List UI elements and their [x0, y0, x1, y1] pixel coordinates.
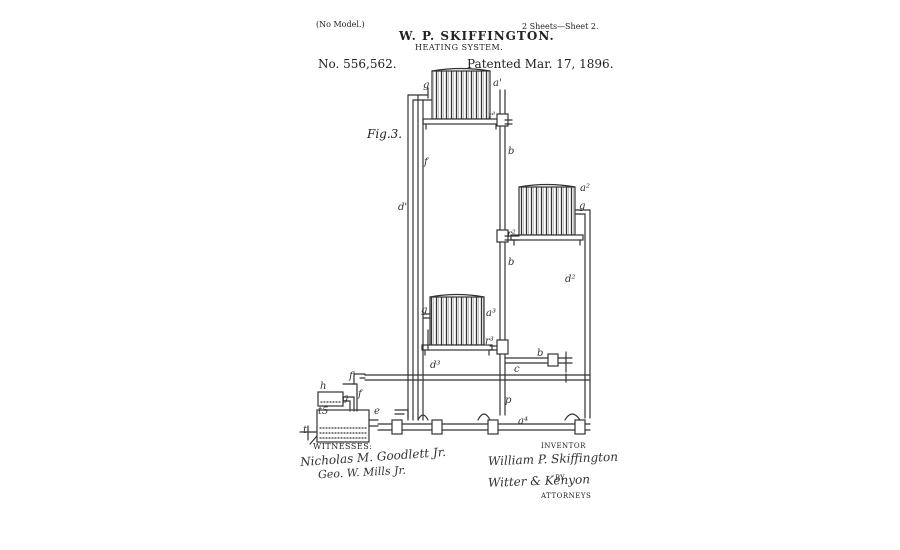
return-pipe-d1 — [407, 87, 433, 421]
sheet-count: 2 Sheets—Sheet 2. — [522, 22, 599, 31]
ref-r1: r' — [488, 111, 496, 122]
bottom-main-pipe — [377, 409, 591, 435]
ref-p: p — [505, 395, 512, 406]
patent-number: No. 556,562. — [318, 57, 397, 71]
radiator-bottom — [421, 293, 493, 356]
patent-date: Patented Mar. 17, 1896. — [467, 57, 614, 71]
witnesses-label: WITNESSES: — [313, 442, 373, 451]
ref-f-tank: f — [357, 389, 364, 400]
figure-label: Fig.3. — [367, 127, 403, 141]
return-pipe-d3 — [422, 313, 431, 351]
ref-b-lower: b — [508, 257, 514, 268]
ref-g-top: g — [423, 80, 429, 91]
ref-h: h — [320, 381, 326, 392]
riser-pipe-b — [489, 89, 520, 416]
ref-a4: a⁴ — [518, 416, 528, 427]
ref-a2: a² — [580, 183, 590, 194]
ref-r3: r³ — [485, 336, 494, 347]
ref-d1: d' — [398, 202, 407, 213]
ref-d3: d³ — [430, 360, 440, 371]
no-model-note: (No Model.) — [316, 20, 365, 29]
ref-a3: a³ — [486, 308, 496, 319]
ref-b-branch: b — [537, 348, 543, 359]
ref-a1: a' — [493, 78, 502, 89]
attorneys-label: ATTORNEYS — [541, 492, 592, 500]
ref-d2: d² — [565, 274, 575, 285]
ref-e: e — [374, 406, 380, 417]
ref-g-mid: g — [579, 201, 585, 212]
ref-g-bottom: g — [421, 305, 427, 316]
by-label: BY — [555, 474, 565, 482]
inventor-name: W. P. SKIFFINGTON. — [399, 29, 555, 43]
expansion-tank — [317, 373, 366, 412]
return-pipe-d2 — [574, 209, 591, 419]
ref-g-tank: g — [342, 393, 348, 404]
inventor-label: INVENTOR — [541, 442, 586, 450]
branch-pipe-c — [504, 351, 573, 383]
ref-f1: f' — [348, 371, 355, 382]
boiler-tank — [299, 409, 379, 445]
ref-c: c — [514, 364, 520, 375]
radiator-middle — [510, 183, 584, 246]
ref-t5: t5 — [318, 406, 328, 417]
ref-r2: r² — [507, 229, 516, 240]
ref-f: f — [423, 157, 430, 168]
patent-title: HEATING SYSTEM. — [415, 43, 504, 52]
main-pipe-f1 — [364, 374, 591, 381]
ref-t: t — [303, 425, 308, 436]
ref-b-upper: b — [508, 146, 514, 157]
